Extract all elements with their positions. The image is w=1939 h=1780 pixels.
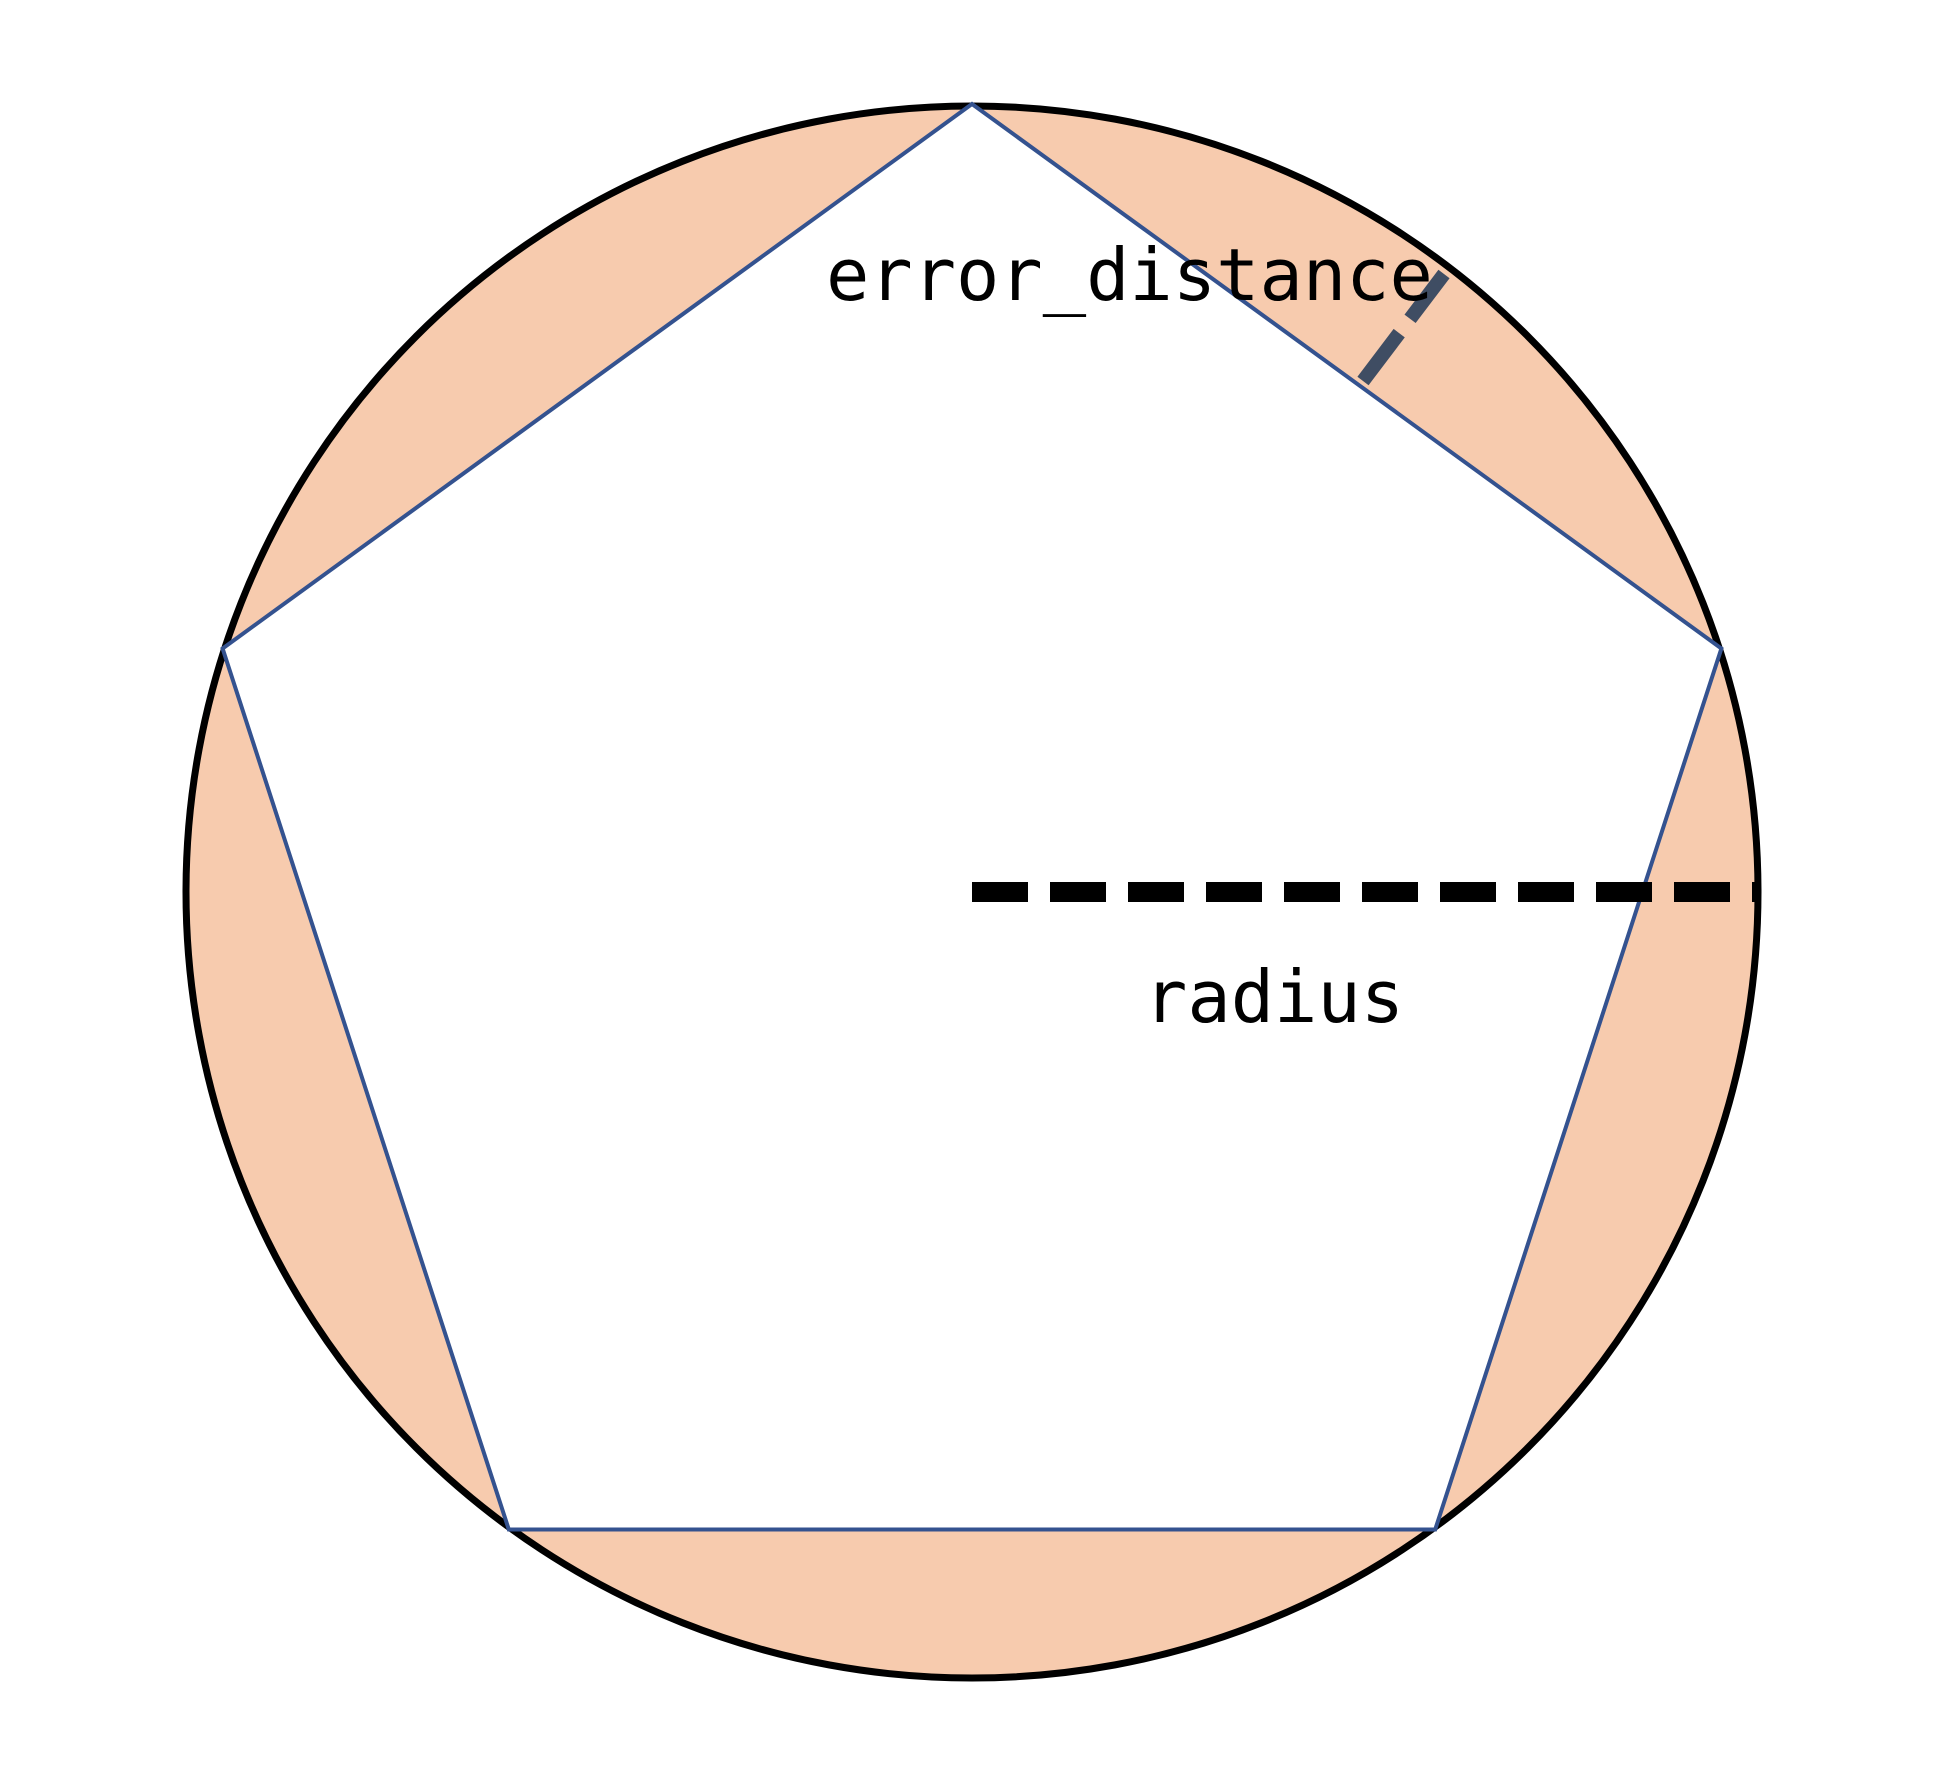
inscribed-pentagon xyxy=(220,101,1724,1532)
radius-label: radius xyxy=(1144,955,1404,1039)
error-distance-dashed-line xyxy=(1357,269,1450,386)
error-distance-label: error_distance xyxy=(826,233,1433,317)
